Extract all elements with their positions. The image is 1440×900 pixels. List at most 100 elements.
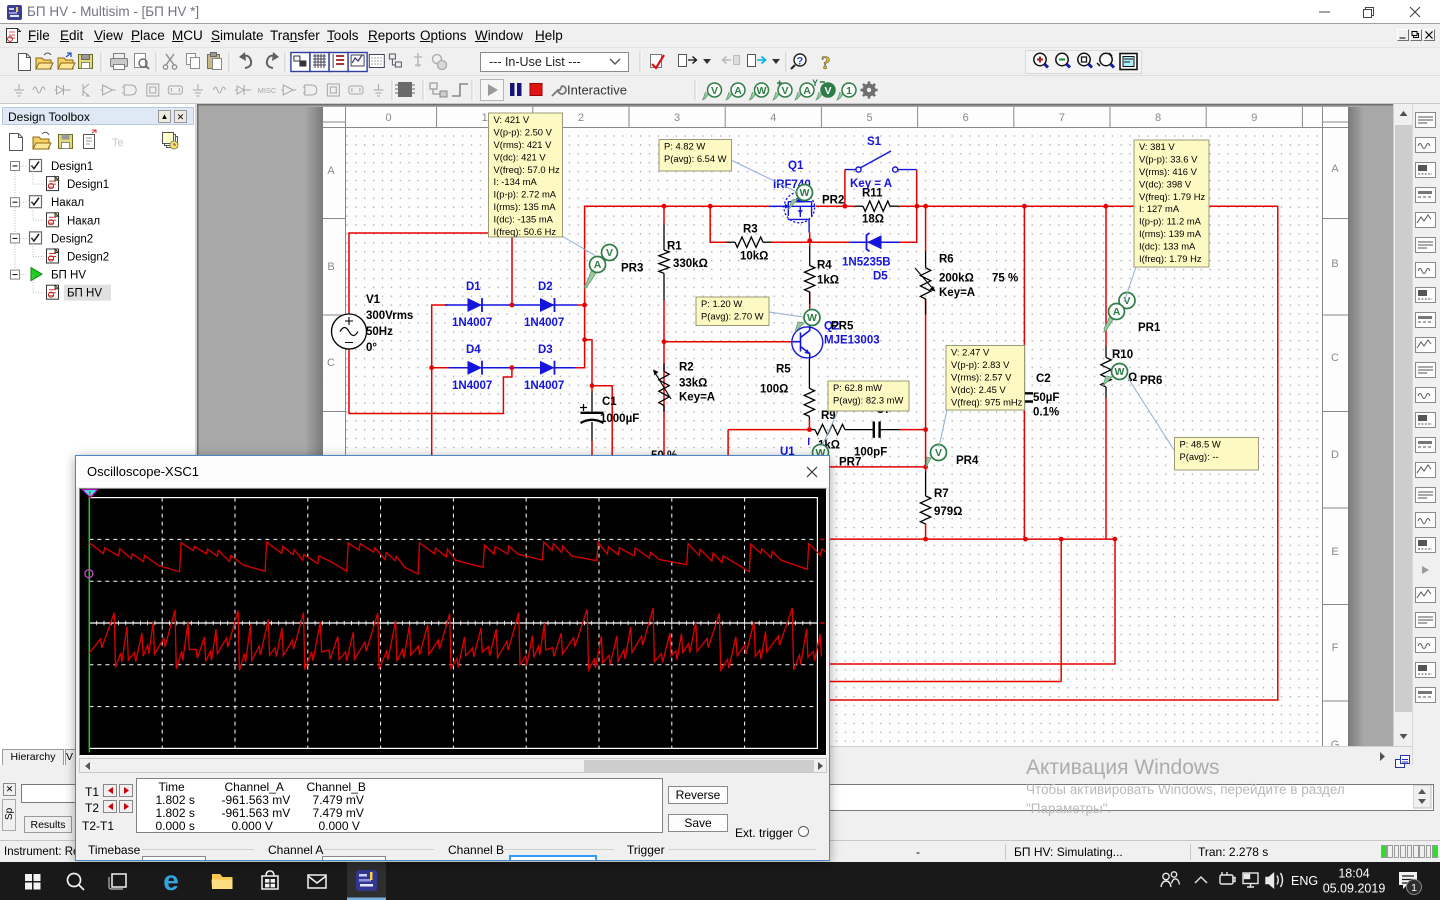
svg-text:PR7: PR7 — [839, 457, 861, 469]
svg-text:300Vrms: 300Vrms — [366, 310, 413, 322]
svg-text:R4: R4 — [817, 260, 832, 272]
svg-text:D1: D1 — [466, 281, 481, 293]
svg-text:Q1: Q1 — [788, 160, 804, 172]
svg-text:C: C — [327, 357, 335, 369]
svg-text:V(rms): 421 V: V(rms): 421 V — [494, 139, 553, 150]
svg-text:A: A — [594, 259, 602, 271]
svg-text:Key = A: Key = A — [850, 178, 892, 190]
svg-text:P(avg): 82.3 mW: P(avg): 82.3 mW — [833, 394, 903, 405]
svg-text:A: A — [1113, 306, 1121, 318]
svg-text:4: 4 — [770, 112, 776, 124]
svg-text:V: V — [1123, 295, 1130, 307]
svg-text:V(freq): 1.79 Hz: V(freq): 1.79 Hz — [1139, 191, 1205, 202]
svg-text:75 %: 75 % — [992, 273, 1018, 285]
svg-text:Y: Y — [812, 78, 818, 88]
svg-text:05.09.2019: 05.09.2019 — [1323, 882, 1386, 896]
svg-text:V(dc): 398 V: V(dc): 398 V — [1139, 178, 1192, 189]
svg-text:18:04: 18:04 — [1338, 867, 1369, 881]
svg-text:PR3: PR3 — [621, 263, 643, 275]
svg-text:Q2: Q2 — [824, 321, 839, 333]
svg-text:6: 6 — [963, 112, 969, 124]
svg-text:ENG: ENG — [1291, 874, 1318, 888]
svg-text:Ω: Ω — [1128, 372, 1137, 384]
svg-text:A: A — [1331, 163, 1339, 175]
svg-text:D4: D4 — [466, 344, 481, 356]
svg-text:I(rms): 139 mA: I(rms): 139 mA — [1139, 228, 1202, 239]
svg-text:1: 1 — [482, 112, 488, 124]
svg-text:50Hz: 50Hz — [366, 326, 393, 338]
svg-text:?: ? — [797, 56, 804, 68]
svg-text:1N4007: 1N4007 — [524, 380, 564, 392]
svg-text:18Ω: 18Ω — [862, 214, 884, 226]
svg-text:1: 1 — [1411, 882, 1417, 894]
svg-text:A: A — [803, 85, 811, 97]
svg-text:B: B — [327, 261, 334, 273]
svg-text:Накал: Накал — [67, 215, 100, 227]
svg-text:W: W — [757, 85, 767, 97]
svg-text:Design1: Design1 — [51, 161, 93, 173]
svg-text:MJE13003: MJE13003 — [824, 335, 880, 347]
svg-text:P(avg): 2.70 W: P(avg): 2.70 W — [701, 310, 764, 321]
svg-text:V1: V1 — [366, 294, 381, 306]
svg-text:P: 48.5 W: P: 48.5 W — [1180, 439, 1221, 450]
svg-text:0°: 0° — [366, 342, 377, 354]
svg-text:C2: C2 — [1036, 373, 1051, 385]
svg-text:Design2: Design2 — [67, 252, 109, 264]
svg-text:Design1: Design1 — [67, 179, 109, 191]
svg-text:V: V — [824, 85, 831, 97]
svg-text:P(avg): 6.54 W: P(avg): 6.54 W — [664, 153, 727, 164]
svg-text:D2: D2 — [538, 281, 553, 293]
svg-text:979Ω: 979Ω — [934, 506, 962, 518]
svg-text:D: D — [1331, 449, 1339, 461]
svg-text:PR2: PR2 — [822, 195, 844, 207]
svg-text:3: 3 — [674, 112, 680, 124]
svg-text:1: 1 — [846, 85, 852, 97]
svg-text:Design2: Design2 — [51, 233, 93, 245]
svg-text:R2: R2 — [679, 362, 694, 374]
svg-text:I(freq): 1.79 Hz: I(freq): 1.79 Hz — [1139, 253, 1202, 264]
svg-text:S1: S1 — [867, 136, 882, 148]
svg-text:1: 1 — [88, 492, 92, 499]
svg-text:V(rms): 2.57 V: V(rms): 2.57 V — [951, 371, 1012, 382]
svg-text:P: 4.82 W: P: 4.82 W — [664, 141, 705, 152]
svg-text:PR6: PR6 — [1140, 375, 1162, 387]
svg-text:W: W — [807, 312, 817, 324]
svg-text:8: 8 — [1155, 112, 1161, 124]
svg-text:V: V — [781, 85, 788, 97]
svg-text:200kΩ: 200kΩ — [939, 273, 974, 285]
svg-text:D5: D5 — [873, 271, 888, 283]
svg-text:V(freq): 975 mHz: V(freq): 975 mHz — [951, 396, 1023, 407]
svg-text:0: 0 — [385, 112, 391, 124]
svg-text:100Ω: 100Ω — [760, 384, 788, 396]
svg-text:PR4: PR4 — [956, 455, 979, 467]
svg-text:R9: R9 — [821, 410, 836, 422]
svg-text:I(p-p): 11.2 mA: I(p-p): 11.2 mA — [1139, 216, 1202, 227]
svg-text:R6: R6 — [939, 254, 954, 266]
svg-text:1N4007: 1N4007 — [452, 380, 492, 392]
svg-text:V(rms): 416 V: V(rms): 416 V — [1139, 166, 1198, 177]
svg-text:A: A — [734, 85, 742, 97]
svg-text:1N5235B: 1N5235B — [842, 257, 891, 269]
svg-text:I: 127 mA: I: 127 mA — [1139, 203, 1180, 214]
svg-text:I(dc): 133 mA: I(dc): 133 mA — [1139, 241, 1196, 252]
svg-text:V: 2.47 V: V: 2.47 V — [951, 347, 990, 358]
svg-text:V(p-p): 2.50 V: V(p-p): 2.50 V — [494, 126, 553, 137]
svg-text:C: C — [1331, 352, 1339, 364]
svg-text:0.1%: 0.1% — [1033, 407, 1059, 419]
svg-text:100pF: 100pF — [854, 447, 887, 459]
svg-text:B: B — [1331, 258, 1338, 270]
svg-text:2: 2 — [578, 112, 584, 124]
svg-text:R5: R5 — [776, 364, 791, 376]
svg-text:P: 62.8 mW: P: 62.8 mW — [833, 382, 882, 393]
svg-text:R3: R3 — [743, 224, 758, 236]
svg-text:F: F — [1332, 642, 1339, 654]
svg-text:Te: Te — [112, 137, 124, 149]
svg-text:P(avg): --: P(avg): -- — [1180, 451, 1219, 462]
svg-text:R1: R1 — [667, 241, 682, 253]
svg-text:Key=A: Key=A — [939, 287, 975, 299]
svg-text:I(p-p): 2.72 mA: I(p-p): 2.72 mA — [494, 189, 557, 200]
svg-text:V: 421 V: V: 421 V — [494, 114, 530, 125]
svg-text:A: A — [327, 165, 335, 177]
svg-text:1000µF: 1000µF — [600, 413, 639, 425]
svg-text:1kΩ: 1kΩ — [817, 275, 839, 287]
